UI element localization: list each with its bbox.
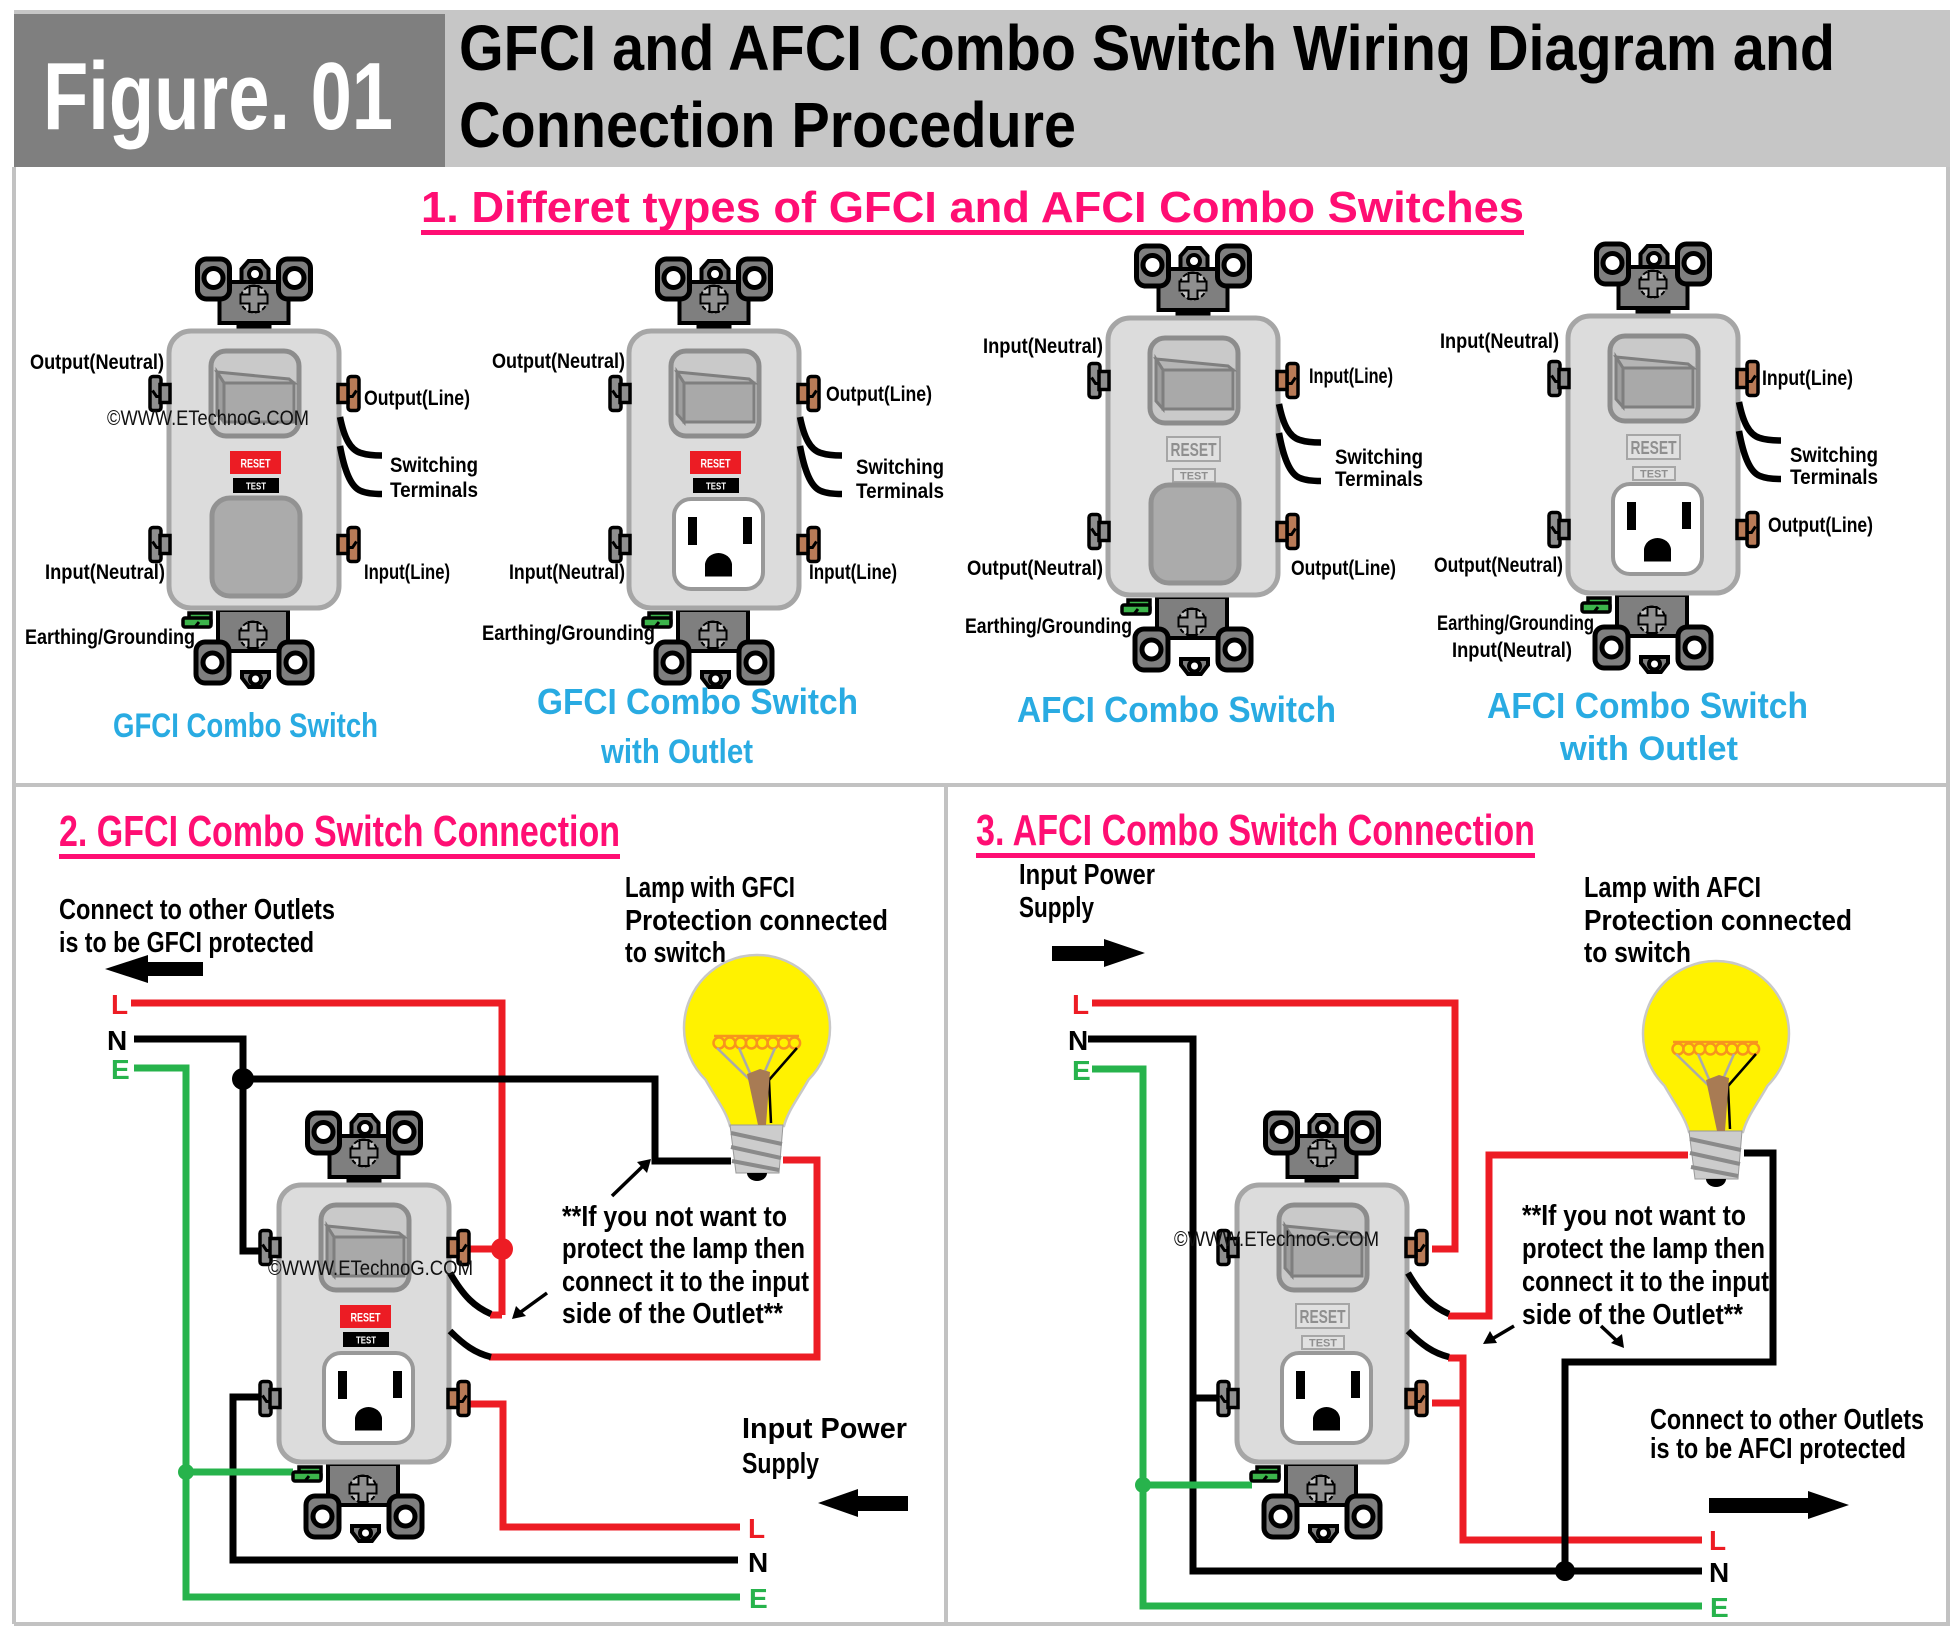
svg-text:Protection connected: Protection connected <box>625 905 888 937</box>
svg-text:Protection connected: Protection connected <box>1584 905 1852 937</box>
svg-text:Connect to other Outlets: Connect to other Outlets <box>59 894 335 926</box>
svg-text:1. Differet types of GFCI and: 1. Differet types of GFCI and AFCI Combo… <box>421 183 1524 232</box>
svg-text:N: N <box>1068 1025 1088 1056</box>
svg-text:side of the Outlet**: side of the Outlet** <box>1522 1299 1744 1331</box>
svg-text:E: E <box>1072 1055 1091 1086</box>
svg-text:E: E <box>1710 1592 1729 1623</box>
svg-text:Output(Neutral): Output(Neutral) <box>967 557 1103 580</box>
svg-text:N: N <box>107 1025 127 1056</box>
svg-text:2. GFCI Combo Switch Connectio: 2. GFCI Combo Switch Connection <box>59 807 620 856</box>
svg-text:Output(Line): Output(Line) <box>1768 514 1873 537</box>
svg-text:©WWW.ETechnoG.COM: ©WWW.ETechnoG.COM <box>268 1257 473 1280</box>
svg-text:Input(Line): Input(Line) <box>1762 367 1853 390</box>
svg-text:side of the Outlet**: side of the Outlet** <box>562 1298 784 1330</box>
svg-text:©WWW.ETechnoG.COM: ©WWW.ETechnoG.COM <box>1174 1228 1379 1251</box>
svg-text:Figure. 01: Figure. 01 <box>43 43 393 150</box>
svg-text:Terminals: Terminals <box>856 480 944 503</box>
svg-text:AFCI Combo Switch: AFCI Combo Switch <box>1017 689 1336 730</box>
svg-text:Output(Line): Output(Line) <box>364 387 470 410</box>
svg-text:Earthing/Grounding: Earthing/Grounding <box>25 626 195 649</box>
svg-text:Output(Line): Output(Line) <box>826 383 932 406</box>
svg-text:Connection Procedure: Connection Procedure <box>459 89 1076 161</box>
svg-text:Output(Neutral): Output(Neutral) <box>30 351 164 374</box>
svg-text:Earthing/Grounding: Earthing/Grounding <box>482 622 655 645</box>
svg-text:Input(Neutral): Input(Neutral) <box>45 561 165 584</box>
svg-text:Lamp with AFCI: Lamp with AFCI <box>1584 872 1761 904</box>
svg-text:N: N <box>1709 1557 1729 1588</box>
svg-text:L: L <box>1072 989 1089 1020</box>
svg-text:3. AFCI Combo Switch Connectio: 3. AFCI Combo Switch Connection <box>976 806 1535 855</box>
svg-text:Terminals: Terminals <box>1790 466 1878 489</box>
svg-text:GFCI and AFCI Combo Switch Wir: GFCI and AFCI Combo Switch Wiring Diagra… <box>459 12 1835 84</box>
svg-text:©WWW.ETechnoG.COM: ©WWW.ETechnoG.COM <box>107 407 309 430</box>
svg-text:Switching: Switching <box>390 454 478 477</box>
svg-text:Lamp with GFCI: Lamp with GFCI <box>625 872 795 904</box>
svg-text:E: E <box>749 1583 768 1614</box>
svg-text:Input(Neutral): Input(Neutral) <box>1452 639 1572 662</box>
svg-text:**If you not want to: **If you not want to <box>562 1201 787 1233</box>
svg-text:N: N <box>748 1547 768 1578</box>
svg-text:is to be AFCI protected: is to be AFCI protected <box>1650 1433 1906 1465</box>
svg-text:Input(Line): Input(Line) <box>809 561 897 584</box>
svg-text:GFCI Combo Switch: GFCI Combo Switch <box>537 681 858 722</box>
svg-text:Input Power: Input Power <box>1019 859 1155 891</box>
svg-text:L: L <box>748 1513 765 1544</box>
svg-text:connect it to the input: connect it to the input <box>562 1266 809 1298</box>
svg-text:Earthing/Grounding: Earthing/Grounding <box>965 615 1132 638</box>
svg-text:L: L <box>1709 1525 1726 1556</box>
svg-text:Output(Line): Output(Line) <box>1291 557 1396 580</box>
svg-text:AFCI Combo Switch: AFCI Combo Switch <box>1487 685 1808 726</box>
svg-text:L: L <box>111 989 128 1020</box>
svg-text:Terminals: Terminals <box>390 479 478 502</box>
svg-text:to switch: to switch <box>625 937 726 969</box>
svg-text:Output(Neutral): Output(Neutral) <box>492 350 625 373</box>
svg-text:E: E <box>111 1054 130 1085</box>
svg-text:Input Power: Input Power <box>742 1413 907 1445</box>
svg-text:Supply: Supply <box>1019 892 1094 924</box>
svg-text:Terminals: Terminals <box>1335 468 1423 491</box>
svg-text:**If you not want to: **If you not want to <box>1522 1200 1746 1232</box>
svg-text:Supply: Supply <box>742 1448 819 1480</box>
svg-text:protect the lamp then: protect the lamp then <box>1522 1233 1765 1265</box>
svg-text:Input(Line): Input(Line) <box>364 561 450 584</box>
svg-text:Input(Neutral): Input(Neutral) <box>1440 330 1559 353</box>
svg-text:Input(Neutral): Input(Neutral) <box>509 561 625 584</box>
svg-text:Output(Neutral): Output(Neutral) <box>1434 554 1563 577</box>
svg-text:Input(Line): Input(Line) <box>1309 365 1393 388</box>
svg-text:Switching: Switching <box>856 456 944 479</box>
svg-text:is to be GFCI protected: is to be GFCI protected <box>59 927 314 959</box>
svg-text:protect the lamp then: protect the lamp then <box>562 1233 805 1265</box>
svg-text:to switch: to switch <box>1584 937 1691 969</box>
svg-text:Earthing/Grounding: Earthing/Grounding <box>1437 612 1594 635</box>
svg-text:Switching: Switching <box>1335 446 1423 469</box>
svg-text:with Outlet: with Outlet <box>600 733 753 771</box>
svg-text:Input(Neutral): Input(Neutral) <box>983 335 1103 358</box>
svg-text:with Outlet: with Outlet <box>1559 730 1738 768</box>
svg-text:GFCI Combo Switch: GFCI Combo Switch <box>113 707 378 745</box>
svg-text:connect it to the input: connect it to the input <box>1522 1266 1769 1298</box>
svg-text:Connect to other Outlets: Connect to other Outlets <box>1650 1404 1924 1436</box>
svg-text:Switching: Switching <box>1790 444 1878 467</box>
